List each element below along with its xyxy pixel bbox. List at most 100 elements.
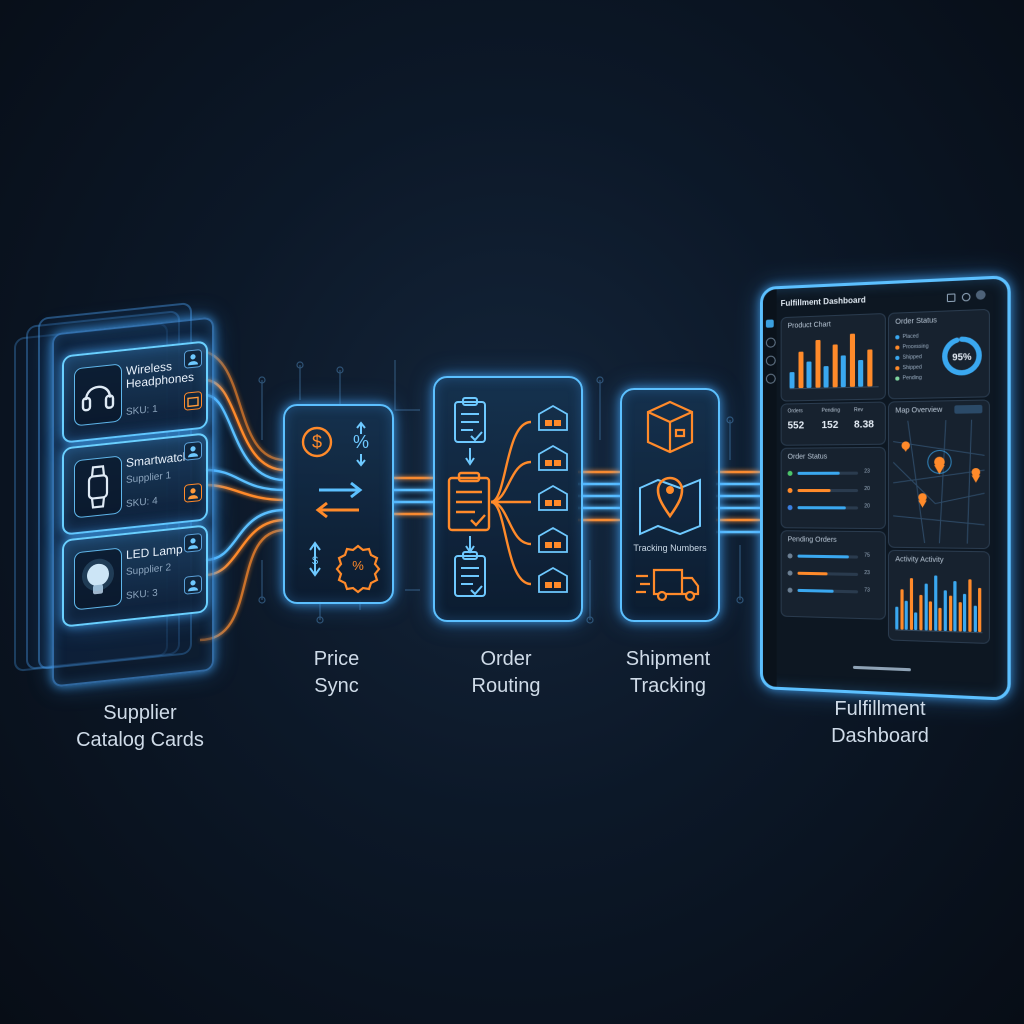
nav-icon[interactable]: [765, 373, 776, 384]
dashboard-sidebar: [762, 289, 777, 687]
chart-bar: [840, 355, 846, 388]
legend-item: Shipped: [895, 354, 922, 361]
chart-bar: [866, 349, 872, 387]
product-sku: SKU: 4: [126, 495, 158, 510]
row-value: 23: [864, 468, 870, 475]
chart-bar: [968, 579, 972, 632]
dashboard-tablet[interactable]: Fulfillment Dashboard Product Chart Orde…: [760, 275, 1011, 701]
discount-badge-icon: %: [335, 544, 381, 594]
lightbulb-icon: [74, 547, 122, 611]
chart-bar: [797, 351, 803, 389]
chart-bar: [914, 612, 918, 631]
product-chart-card: Product Chart: [780, 312, 886, 402]
card-title: Order Status: [895, 317, 937, 326]
svg-text:$: $: [312, 555, 318, 567]
order-routing-panel[interactable]: [433, 376, 583, 622]
row-value: 75: [864, 552, 870, 559]
user-icon[interactable]: [184, 574, 202, 595]
chart-bar: [978, 587, 982, 633]
legend-item: Pending: [895, 375, 922, 382]
chart-bar: [789, 372, 795, 389]
stat-value: 8.38: [853, 419, 874, 431]
chart-bar: [858, 359, 864, 387]
price-sync-icons: $ % $ %: [301, 421, 381, 594]
row-value: 73: [864, 587, 870, 594]
home-icon[interactable]: [765, 319, 774, 328]
supplier-name: Supplier 1: [126, 470, 172, 486]
progress-fill: [797, 506, 846, 510]
status-dot: [787, 505, 793, 511]
card-title: Map Overview: [895, 406, 943, 415]
user-icon[interactable]: [184, 348, 202, 369]
chart-bar: [973, 605, 977, 633]
chart-bar: [919, 594, 923, 631]
chart-bar: [909, 578, 913, 630]
card-title: Product Chart: [787, 321, 831, 330]
order-routing-icons: [447, 397, 568, 597]
progress-fill: [797, 471, 840, 475]
stat-value: 552: [787, 420, 805, 432]
user-icon[interactable]: [184, 482, 202, 503]
map-view: [893, 420, 984, 544]
user-icon[interactable]: [184, 532, 202, 553]
price-sync-panel[interactable]: $ % $ %: [283, 404, 394, 604]
headphones-icon: [74, 363, 122, 427]
map-overview-card[interactable]: Map Overview: [887, 399, 990, 550]
pending-orders-rows: 75 23 73: [787, 551, 879, 614]
card-title: Activity Activity: [895, 556, 944, 565]
product-sku: SKU: 1: [126, 403, 158, 418]
legend-item: Shipped: [895, 364, 922, 371]
progress-fill: [797, 554, 849, 559]
status-dot: [787, 488, 793, 494]
chart-bar: [924, 583, 928, 631]
map-filter-button[interactable]: [954, 404, 983, 414]
user-icon[interactable]: [184, 440, 202, 461]
dollar-icon: $: [301, 426, 333, 458]
order-gauge: 95%: [939, 333, 984, 378]
dollar-updown-icon: [309, 541, 321, 577]
card-title: Pending Orders: [787, 536, 837, 544]
chart-bar: [929, 601, 933, 631]
catalog-card[interactable]: Smartwatch Supplier 1 SKU: 4: [62, 432, 208, 536]
chart-bar: [900, 589, 904, 630]
chart-bar: [806, 361, 812, 388]
store-icon[interactable]: [184, 390, 202, 411]
chart-bar: [895, 606, 899, 630]
status-dot: [787, 570, 793, 576]
card-title: Order Status: [787, 453, 828, 461]
chart-bar: [823, 366, 829, 388]
notification-icon[interactable]: [961, 292, 971, 302]
stats-card: Orders 552 Pending 152 Rev 8.38: [780, 401, 886, 446]
progress-fill: [797, 571, 828, 576]
chart-bar: [814, 339, 821, 388]
swap-arrows-icon: [315, 481, 363, 519]
clipboard-icon: [454, 551, 486, 597]
tracking-numbers-text: Tracking Numbers: [633, 543, 707, 553]
shipment-tracking-panel[interactable]: Tracking Numbers: [620, 388, 720, 622]
activity-card: Activity Activity: [887, 549, 990, 645]
stat-value: 152: [821, 419, 839, 432]
chart-bar: [948, 595, 952, 632]
avatar[interactable]: [975, 289, 986, 300]
nav-icon[interactable]: [765, 337, 776, 348]
settings-icon[interactable]: [946, 293, 956, 303]
row-value: 23: [864, 569, 870, 577]
activity-chart-plot: [895, 571, 983, 634]
chart-bar: [958, 602, 962, 632]
pending-orders-card: Pending Orders 75 23 73: [780, 530, 886, 620]
shipment-tracking-icons: Tracking Numbers: [633, 400, 707, 602]
legend-item: Processing: [895, 343, 929, 351]
warehouse-icon: [538, 404, 568, 593]
catalog-card[interactable]: LED Lamp Supplier 2 SKU: 3: [62, 524, 208, 628]
progress-fill: [797, 588, 834, 593]
nav-icon[interactable]: [765, 355, 776, 366]
